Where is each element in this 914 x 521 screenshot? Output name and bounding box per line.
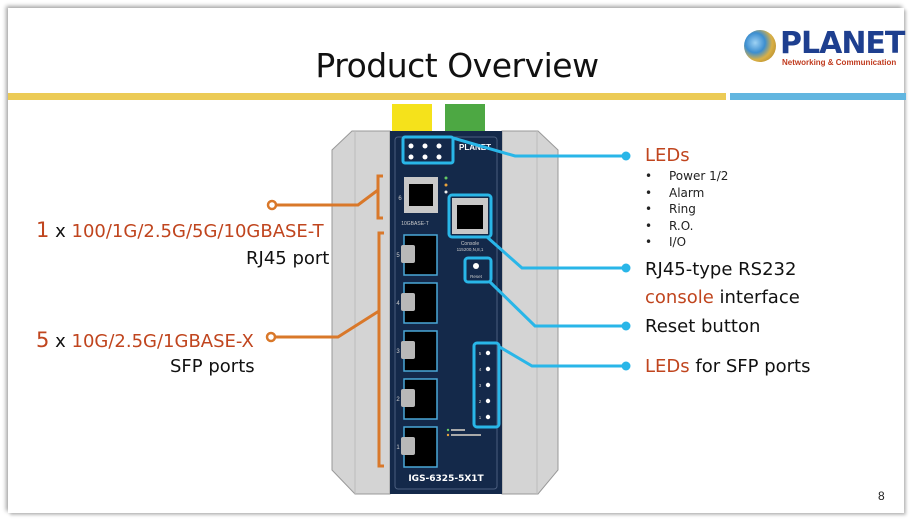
sfp-led-number: 2 [479, 399, 482, 404]
console-sub-caption: 115200,N,8,1 [457, 247, 484, 252]
sfp-led [485, 366, 491, 372]
left-bracket [331, 130, 391, 495]
port-status-leds [444, 176, 448, 194]
sfp-port: 3 [396, 330, 438, 372]
power-terminal-yellow [392, 104, 432, 132]
sfp-port-number: 5 [396, 253, 400, 259]
rj45-leader-dot [266, 199, 278, 211]
console-line2: console interface [645, 287, 800, 308]
console-leader-line [486, 235, 626, 270]
led-list-item: R.O. [645, 219, 728, 236]
rj45-caption: 10GBASE-T [401, 221, 429, 227]
logo-tagline: Networking & Communication [782, 58, 897, 67]
reset-label: Reset button [645, 316, 761, 337]
sfp-port-number: 3 [396, 349, 400, 355]
sfp-bracket [377, 231, 384, 468]
sfp-port-number: 4 [396, 301, 400, 307]
console-leader-dot [621, 263, 631, 273]
console-highlight-box [447, 193, 493, 239]
logo-brand: PLANET [780, 26, 905, 61]
device-model-label: IGS-6325-5X1T [408, 474, 484, 484]
sfp-leds-highlight: LEDs [645, 356, 690, 377]
device-brand-mark: PLANET [459, 143, 491, 152]
rj45-spec: 100/1G/2.5G/5G/10GBASE-T [71, 221, 324, 242]
rj45-desc: RJ45 port [246, 248, 330, 269]
sfp-leader-dot [265, 331, 277, 343]
sfp-port-number: 2 [396, 397, 400, 403]
sfp-led-highlight-box [472, 341, 501, 429]
reset-leader-dot [621, 321, 631, 331]
sfp-spec: 10G/2.5G/1GBASE-X [71, 331, 254, 352]
led-list-item: Alarm [645, 186, 728, 203]
reset-caption: Reset [470, 274, 483, 279]
console-line1: RJ45-type RS232 [645, 259, 797, 280]
sfp-led [485, 398, 491, 404]
sfp-leader-line [271, 309, 380, 339]
sfp-led [485, 350, 491, 356]
rj45-leader-line [272, 188, 379, 207]
sfp-led-legend [446, 428, 481, 437]
led-list-item: I/O [645, 235, 728, 252]
planet-logo: PLANET Networking & Communication [744, 26, 905, 68]
power-terminal-green [445, 104, 485, 132]
slide-title: Product Overview [315, 46, 599, 85]
rj45-spec-label: 1 x 100/1G/2.5G/5G/10GBASE-T [36, 218, 324, 242]
leds-list: Power 1/2AlarmRingR.O.I/O [645, 169, 728, 252]
sfp-desc: SFP ports [170, 356, 255, 377]
leds-title: LEDs [645, 145, 690, 166]
leds-leader-line [452, 136, 626, 158]
sfp-port-number: 1 [396, 445, 400, 451]
top-led-group [408, 143, 442, 160]
rj45-port-number: 6 [398, 196, 402, 202]
sfp-led-number: 3 [479, 383, 482, 388]
page-number: 8 [878, 489, 885, 503]
reset-button [473, 263, 479, 269]
title-underline-yellow [8, 93, 726, 100]
sfp-port-group: 5 4 3 2 1 [396, 234, 438, 468]
sfp-port: 4 [396, 282, 438, 324]
sfp-times: x [55, 331, 66, 352]
sfp-led-number: 5 [479, 351, 482, 356]
leds-leader-dot [621, 151, 631, 161]
console-caption: Console [461, 241, 480, 247]
reset-leader-line [488, 280, 626, 328]
sfp-led-number: 1 [479, 415, 482, 420]
right-bracket [501, 130, 559, 495]
sfp-led-number: 4 [479, 367, 482, 372]
rj45-count: 1 [36, 218, 50, 242]
led-list-item: Power 1/2 [645, 169, 728, 186]
sfp-port: 2 [396, 378, 438, 420]
sfp-leds-label: LEDs for SFP ports [645, 356, 810, 377]
rj45-times: x [55, 221, 66, 242]
globe-icon [744, 30, 776, 62]
sfp-count: 5 [36, 328, 50, 352]
led-list-item: Ring [645, 202, 728, 219]
rj45-bracket [376, 174, 383, 220]
title-underline-blue [730, 93, 906, 100]
led-highlight-box [401, 135, 455, 165]
sfp-port: 1 [396, 426, 438, 468]
sfp-led [485, 382, 491, 388]
sfp-leds-leader-dot [621, 361, 631, 371]
sfp-leds-leader-line [497, 344, 626, 368]
console-rest: interface [713, 287, 800, 308]
console-highlight: console [645, 287, 714, 308]
sfp-led [485, 414, 491, 420]
sfp-led-group: 5 4 3 2 1 [479, 350, 491, 420]
sfp-leds-rest: for SFP ports [689, 356, 811, 377]
sfp-port: 5 [396, 234, 438, 276]
reset-highlight-box [463, 256, 493, 284]
sfp-spec-label: 5 x 10G/2.5G/1GBASE-X [36, 328, 254, 352]
